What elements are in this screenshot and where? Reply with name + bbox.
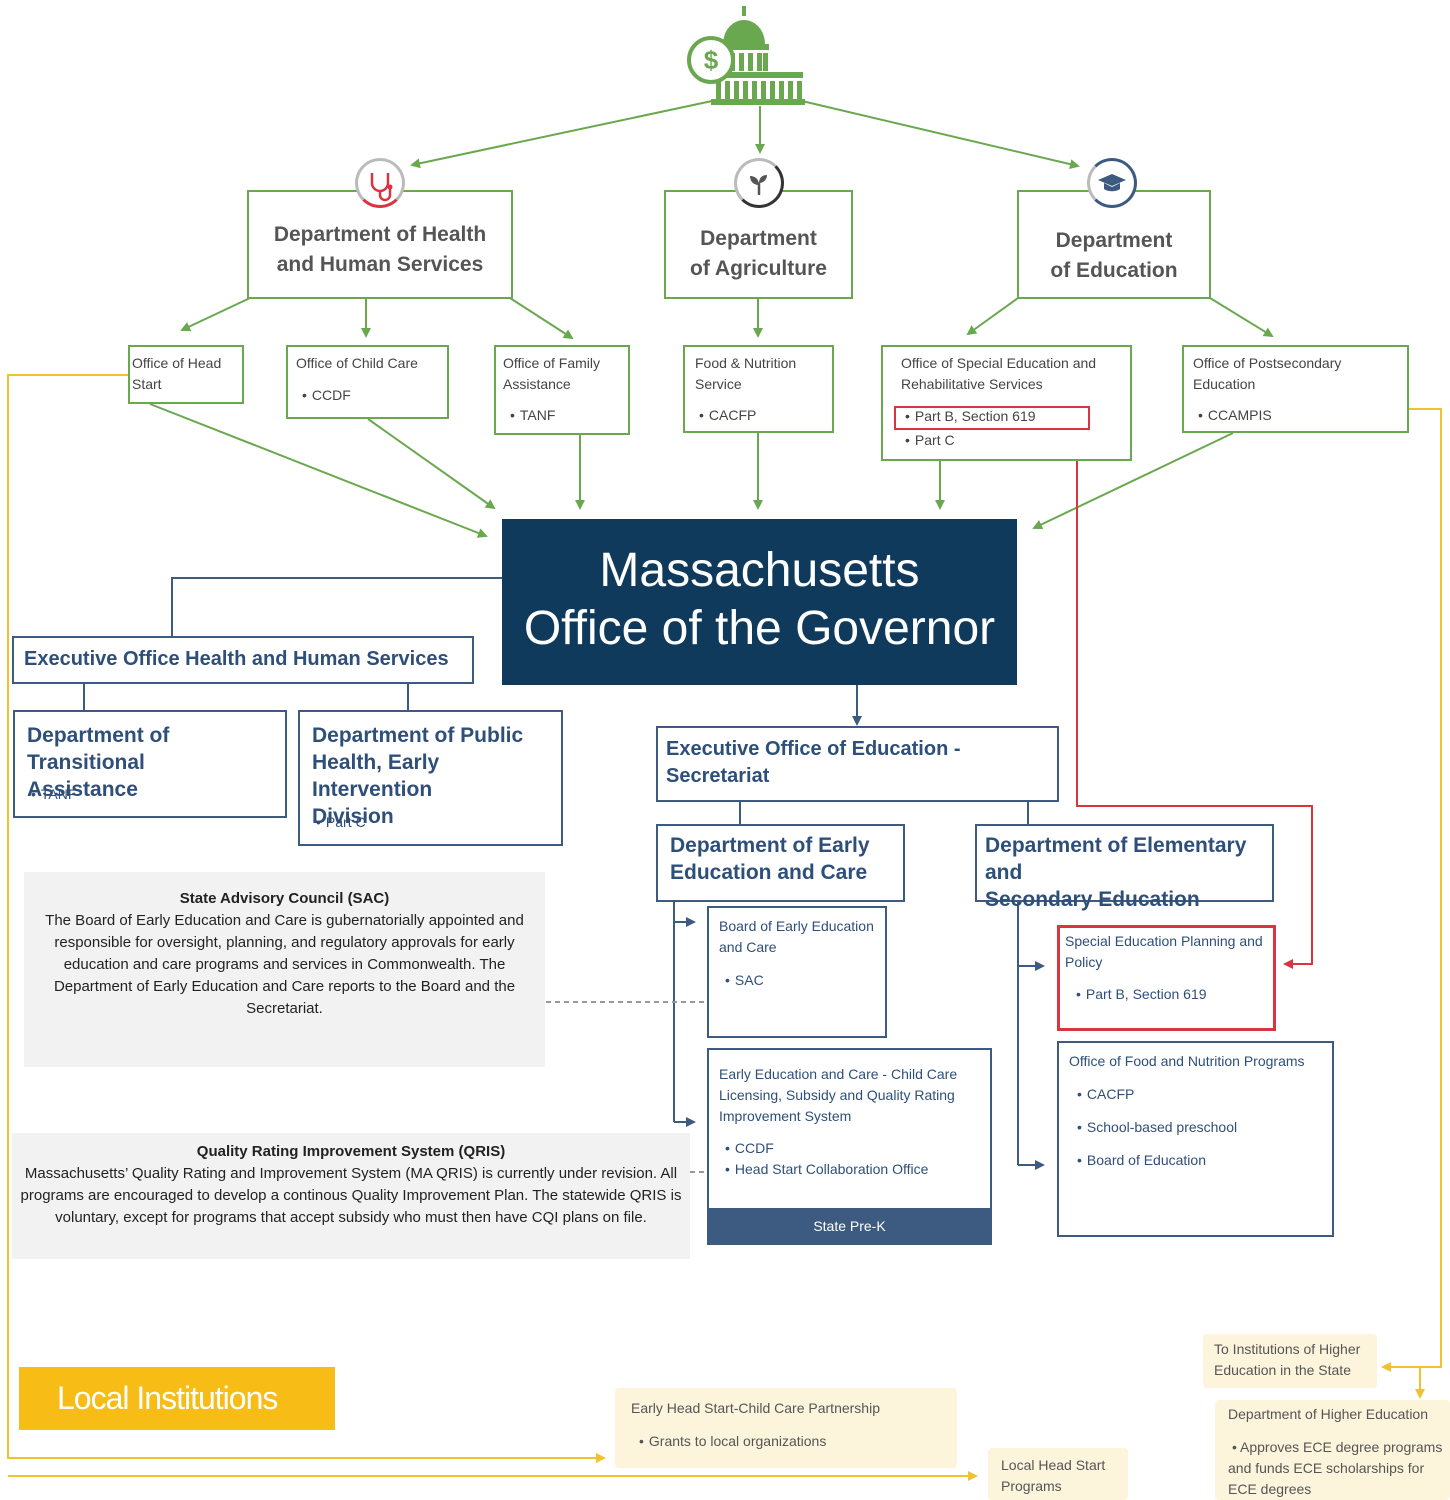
dept-education-title: Department of Education [1050, 229, 1178, 282]
food-programs-item-1: CACFP [1077, 1086, 1134, 1102]
state-pre-k-bar: State Pre-K [707, 1208, 992, 1245]
sac-note-body: The Board of Early Education and Care is… [45, 912, 524, 1017]
sped-planning-item: Part B, Section 619 [1076, 986, 1207, 1002]
office-family-assistance-title: Office of Family Assistance [503, 355, 600, 392]
office-child-care-title: Office of Child Care [296, 355, 418, 371]
board-early-education: Board of Early Education and Care SAC [707, 906, 887, 1038]
qris-note: Quality Rating Improvement System (QRIS)… [12, 1133, 690, 1259]
sac-note: State Advisory Council (SAC) The Board o… [24, 872, 545, 1067]
dept-early-education-care: Department of Early Education and Care [656, 824, 905, 902]
office-child-care-item: CCDF [302, 387, 351, 403]
governor-office: Massachusetts Office of the Governor [502, 519, 1017, 685]
office-child-care: Office of Child Care CCDF [286, 345, 449, 419]
office-food-nutrition-item: CACFP [699, 407, 756, 423]
qris-note-body: Massachusetts’ Quality Rating and Improv… [20, 1165, 682, 1226]
eec-licensing-system: Early Education and Care - Child Care Li… [707, 1048, 992, 1245]
sprout-icon [734, 158, 784, 208]
local-institutions-text: Local Institutions [57, 1380, 278, 1416]
office-head-start: Office of Head Start [128, 345, 244, 404]
qris-note-title: Quality Rating Improvement System (QRIS) [196, 1143, 506, 1160]
dept-elementary-secondary: Department of Elementary and Secondary E… [975, 824, 1274, 911]
exec-office-hhs-title: Executive Office Health and Human Servic… [24, 648, 449, 670]
stethoscope-icon [355, 158, 405, 208]
office-family-assistance-item: TANF [510, 407, 556, 423]
office-special-education-item-2: Part C [905, 432, 955, 448]
dept-agriculture: Department of Agriculture [664, 190, 853, 299]
dept-public-health: Department of Public Health, Early Inter… [298, 710, 563, 846]
office-head-start-title: Office of Head Start [132, 355, 222, 392]
ehs-partnership-item: Grants to local organizations [639, 1431, 826, 1452]
dhe-body: • Approves ECE degree programs and funds… [1228, 1439, 1443, 1497]
dept-hhs-title: Department of Health and Human Services [273, 223, 487, 276]
sped-planning-title: Special Education Planning and Policy [1065, 933, 1263, 970]
dhe-title: Department of Higher Education [1228, 1406, 1428, 1422]
sac-note-title: State Advisory Council (SAC) [179, 890, 390, 907]
dept-higher-education-box: Department of Higher Education • Approve… [1215, 1400, 1450, 1500]
svg-text:$: $ [704, 45, 719, 75]
office-food-nutrition-title: Food & Nutrition Service [695, 355, 797, 392]
office-postsecondary-title: Office of Postsecondary Education [1193, 355, 1342, 392]
office-special-education: Office of Special Education and Rehabili… [881, 345, 1132, 461]
eec-title: Department of Early Education and Care [670, 834, 870, 884]
dept-agriculture-title: Department of Agriculture [690, 227, 827, 280]
dept-education: Department of Education [1017, 190, 1211, 299]
food-programs-item-2: School-based preschool [1077, 1119, 1237, 1135]
eoe-title: Executive Office of Education - Secretar… [666, 738, 961, 787]
governor-line1: Massachusetts [599, 544, 920, 597]
eec-licensing-title: Early Education and Care - Child Care Li… [719, 1066, 958, 1124]
dept-transitional-assistance: Department of Transitional Assistance TA… [13, 710, 287, 818]
ehs-partnership-title: Early Head Start-Child Care Partnership [631, 1400, 880, 1416]
dta-item: TANF [31, 786, 77, 802]
office-postsecondary-item: CCAMPIS [1198, 407, 1272, 423]
office-food-nutrition: Food & Nutrition Service CACFP [683, 345, 834, 433]
capitol-dollar-icon: $ [685, 6, 805, 106]
local-head-start-text: Local Head Start Programs [1001, 1457, 1106, 1494]
office-family-assistance: Office of Family Assistance TANF [494, 345, 630, 435]
higher-ed-institutions-box: To Institutions of Higher Education in t… [1203, 1334, 1377, 1388]
eec-licensing-item-1: CCDF [725, 1140, 774, 1156]
office-special-education-item-1: Part B, Section 619 [905, 408, 1036, 424]
office-special-education-title: Office of Special Education and Rehabili… [901, 355, 1097, 392]
graduation-cap-icon [1087, 158, 1137, 208]
part-b-highlight [894, 406, 1090, 430]
dept-health-human-services: Department of Health and Human Services [247, 190, 513, 299]
special-ed-planning-policy: Special Education Planning and Policy Pa… [1057, 925, 1276, 1031]
ehs-partnership-box: Early Head Start-Child Care Partnership … [615, 1388, 957, 1468]
local-institutions-label: Local Institutions [19, 1367, 335, 1430]
higher-ed-institutions-text: To Institutions of Higher Education in t… [1214, 1341, 1361, 1378]
board-eec-title: Board of Early Education and Care [719, 918, 874, 955]
food-programs-title: Office of Food and Nutrition Programs [1069, 1053, 1305, 1069]
eec-licensing-item-2: Head Start Collaboration Office [725, 1161, 929, 1177]
governor-line2: Office of the Governor [523, 602, 996, 655]
food-programs-item-3: Board of Education [1077, 1152, 1206, 1168]
dph-item: Part C [316, 814, 366, 830]
office-postsecondary: Office of Postsecondary Education CCAMPI… [1182, 345, 1409, 433]
exec-office-hhs: Executive Office Health and Human Servic… [12, 636, 474, 684]
office-food-nutrition-programs: Office of Food and Nutrition Programs CA… [1057, 1041, 1334, 1237]
dese-title: Department of Elementary and Secondary E… [985, 834, 1247, 911]
local-head-start-box: Local Head Start Programs [988, 1448, 1128, 1500]
board-eec-item: SAC [725, 972, 764, 988]
exec-office-education: Executive Office of Education - Secretar… [656, 726, 1059, 802]
